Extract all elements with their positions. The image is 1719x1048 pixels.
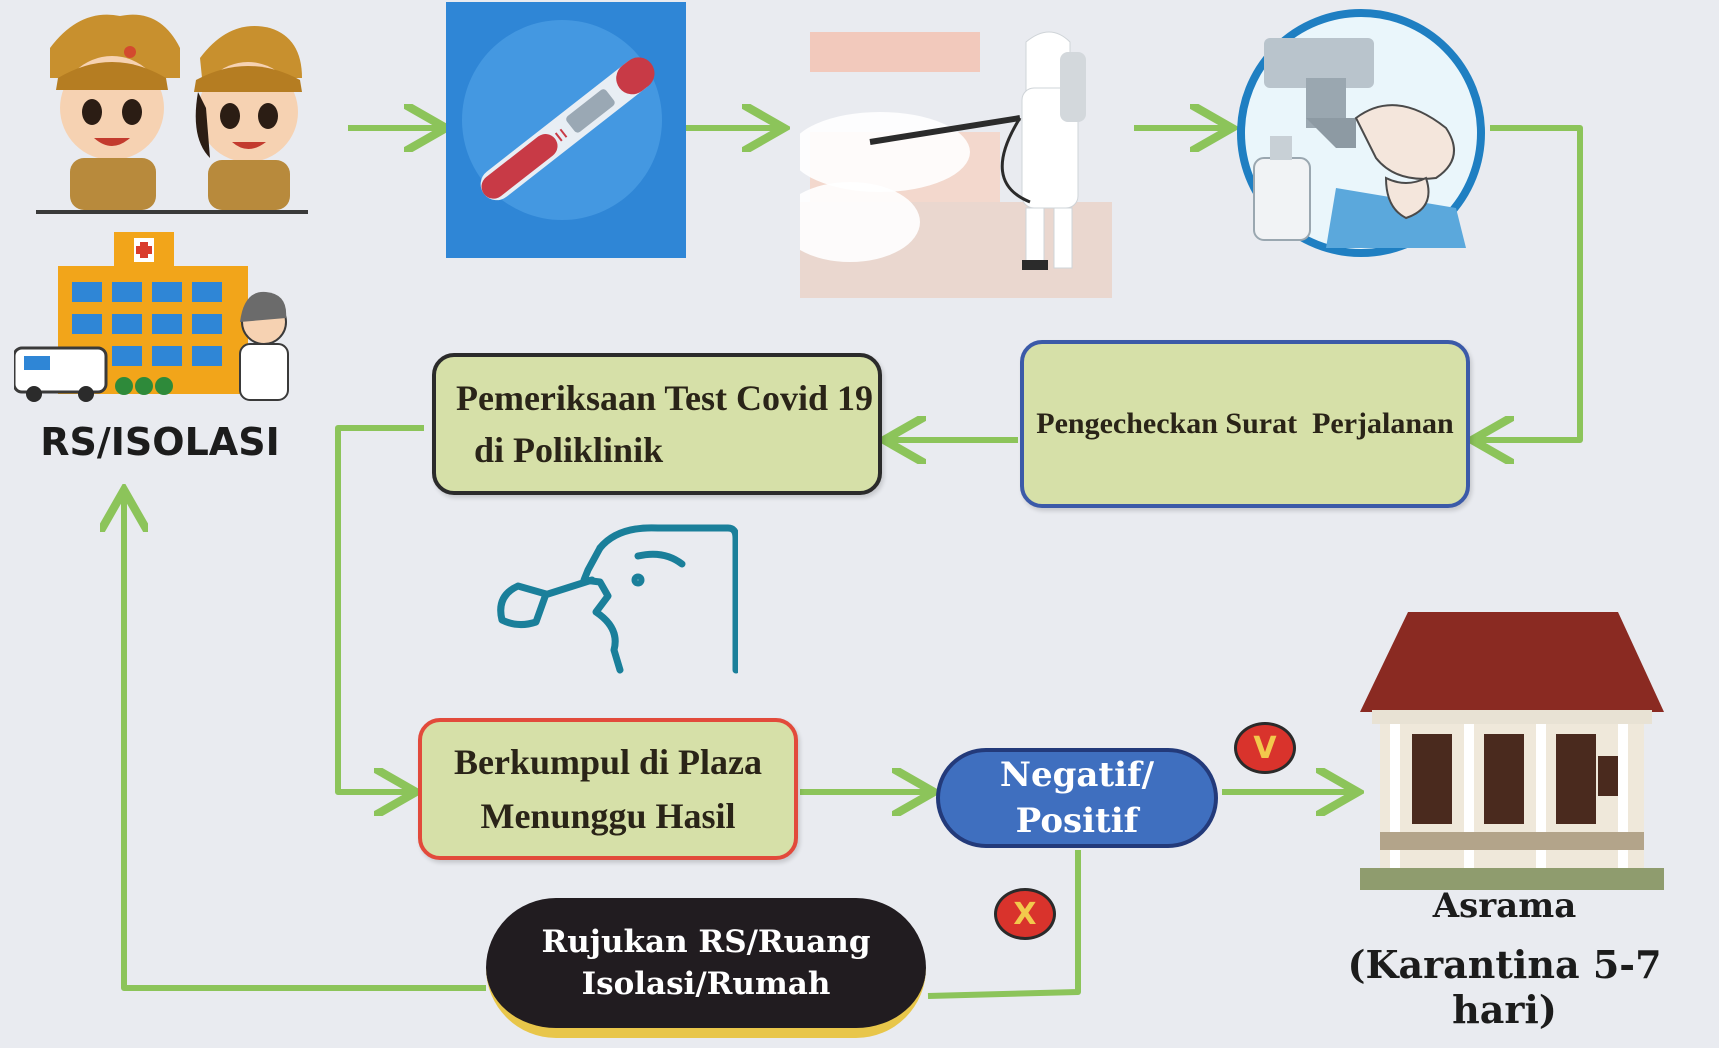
result-line1: Negatif/ — [999, 755, 1155, 795]
karantina-label: (Karantina 5-7 hari) — [1347, 942, 1662, 1032]
referral-line2: Isolasi/Rumah — [581, 966, 831, 1002]
plaza-line1: Berkumpul di Plaza — [453, 742, 763, 782]
handwash-icon — [1237, 9, 1485, 257]
covid-test-line2: di Poliklinik — [474, 430, 664, 470]
plaza-wait-box: Berkumpul di Plaza Menunggu Hasil — [418, 718, 798, 860]
disinfection-spray-icon — [800, 31, 1112, 298]
referral-box: Rujukan RS/Ruang Isolasi/Rumah — [486, 898, 926, 1038]
nasal-swab-icon — [497, 524, 738, 674]
referral-line1: Rujukan RS/Ruang — [541, 924, 871, 960]
positive-badge: X — [994, 888, 1056, 940]
result-line2: Positif — [1015, 801, 1139, 841]
thermometer-icon — [446, 2, 686, 258]
hospital-icon — [14, 232, 289, 402]
asrama-label: Asrama — [1432, 886, 1577, 926]
surat-check-box: Pengecheckan Surat Perjalanan — [1020, 340, 1470, 508]
soldier-children-icon — [36, 14, 308, 214]
covid-test-line1: Pemeriksaan Test Covid 19 — [456, 378, 874, 418]
result-decision-node: Negatif/ Positif — [936, 748, 1218, 848]
negative-badge: V — [1234, 722, 1296, 774]
arrow-covid-test-to-plaza — [335, 425, 424, 792]
plaza-line2: Menunggu Hasil — [480, 796, 736, 836]
dormitory-house-icon — [1360, 612, 1664, 890]
covid-test-box: Pemeriksaan Test Covid 19 di Poliklinik — [432, 353, 882, 495]
rs-isolasi-label: RS/ISOLASI — [40, 420, 280, 464]
arrow-referral-to-rs — [124, 496, 486, 991]
line-result-to-referral — [927, 850, 1081, 999]
arrow-handwash-to-surat — [1478, 125, 1583, 440]
surat-check-text: Pengecheckan Surat Perjalanan — [1036, 407, 1454, 440]
